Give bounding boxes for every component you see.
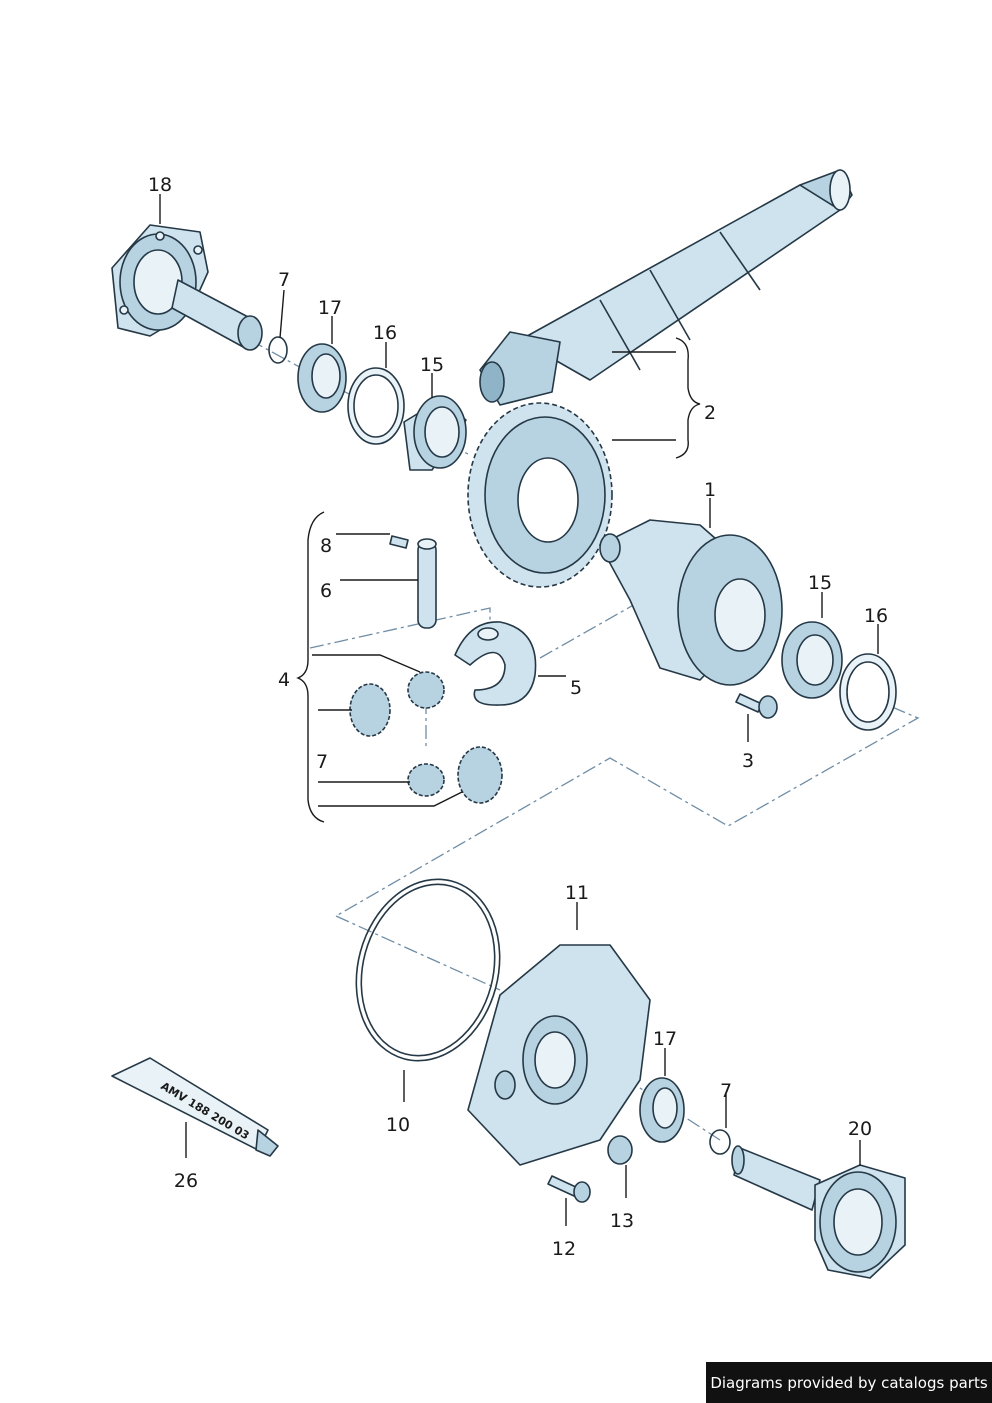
circlip-upper bbox=[268, 336, 288, 364]
callout-3: 3 bbox=[742, 750, 754, 772]
callout-4: 4 bbox=[278, 669, 290, 691]
leader-lines bbox=[159, 194, 879, 1226]
callout-17: 17 bbox=[653, 1028, 677, 1050]
callout-7: 7 bbox=[278, 269, 290, 291]
plug bbox=[607, 1135, 633, 1165]
callout-6: 6 bbox=[320, 580, 332, 602]
callout-18: 18 bbox=[148, 174, 172, 196]
callout-15: 15 bbox=[420, 354, 444, 376]
differential-pins bbox=[389, 535, 437, 629]
credit-banner: Diagrams provided by catalogs parts bbox=[706, 1362, 992, 1403]
callout-15: 15 bbox=[808, 572, 832, 594]
bearing-race-upper bbox=[403, 395, 467, 471]
callout-5: 5 bbox=[570, 677, 582, 699]
ring-gear bbox=[467, 402, 613, 588]
callout-20: 20 bbox=[848, 1118, 872, 1140]
bearing-race-lower bbox=[781, 621, 843, 699]
sealant-tube: AMV 188 200 03 bbox=[111, 1057, 279, 1157]
callout-26: 26 bbox=[174, 1170, 198, 1192]
flange-shaft-left bbox=[111, 224, 263, 351]
bolt-housing bbox=[735, 693, 778, 719]
callout-1: 1 bbox=[704, 479, 716, 501]
bolt-cover bbox=[547, 1175, 591, 1203]
group-brackets bbox=[296, 337, 701, 823]
roller-bearing-upper bbox=[297, 343, 347, 413]
callout-2: 2 bbox=[704, 402, 716, 424]
differential-gears bbox=[349, 671, 503, 804]
shim-ring-lower bbox=[839, 653, 897, 731]
callout-labels: 18 7 17 16 15 2 1 8 6 4 5 15 16 3 7 11 1… bbox=[148, 174, 888, 1260]
callout-13: 13 bbox=[610, 1210, 634, 1232]
callout-7: 7 bbox=[720, 1080, 732, 1102]
circlip-lower bbox=[709, 1129, 731, 1155]
callout-7: 7 bbox=[316, 751, 328, 773]
callout-16: 16 bbox=[864, 605, 888, 627]
o-ring bbox=[355, 878, 501, 1062]
callout-8: 8 bbox=[320, 535, 332, 557]
flange-shaft-right bbox=[731, 1145, 906, 1279]
credit-text: Diagrams provided by catalogs parts bbox=[710, 1373, 988, 1392]
callout-16: 16 bbox=[373, 322, 397, 344]
callout-10: 10 bbox=[386, 1114, 410, 1136]
transmission-cover bbox=[467, 944, 651, 1166]
pinion-shaft bbox=[479, 169, 853, 406]
spider-carrier bbox=[454, 621, 537, 706]
callout-11: 11 bbox=[565, 882, 589, 904]
shim-ring-upper bbox=[347, 367, 405, 445]
differential-housing bbox=[599, 519, 783, 686]
callout-17: 17 bbox=[318, 297, 342, 319]
roller-bearing-lower bbox=[639, 1077, 685, 1143]
callout-12: 12 bbox=[552, 1238, 576, 1260]
